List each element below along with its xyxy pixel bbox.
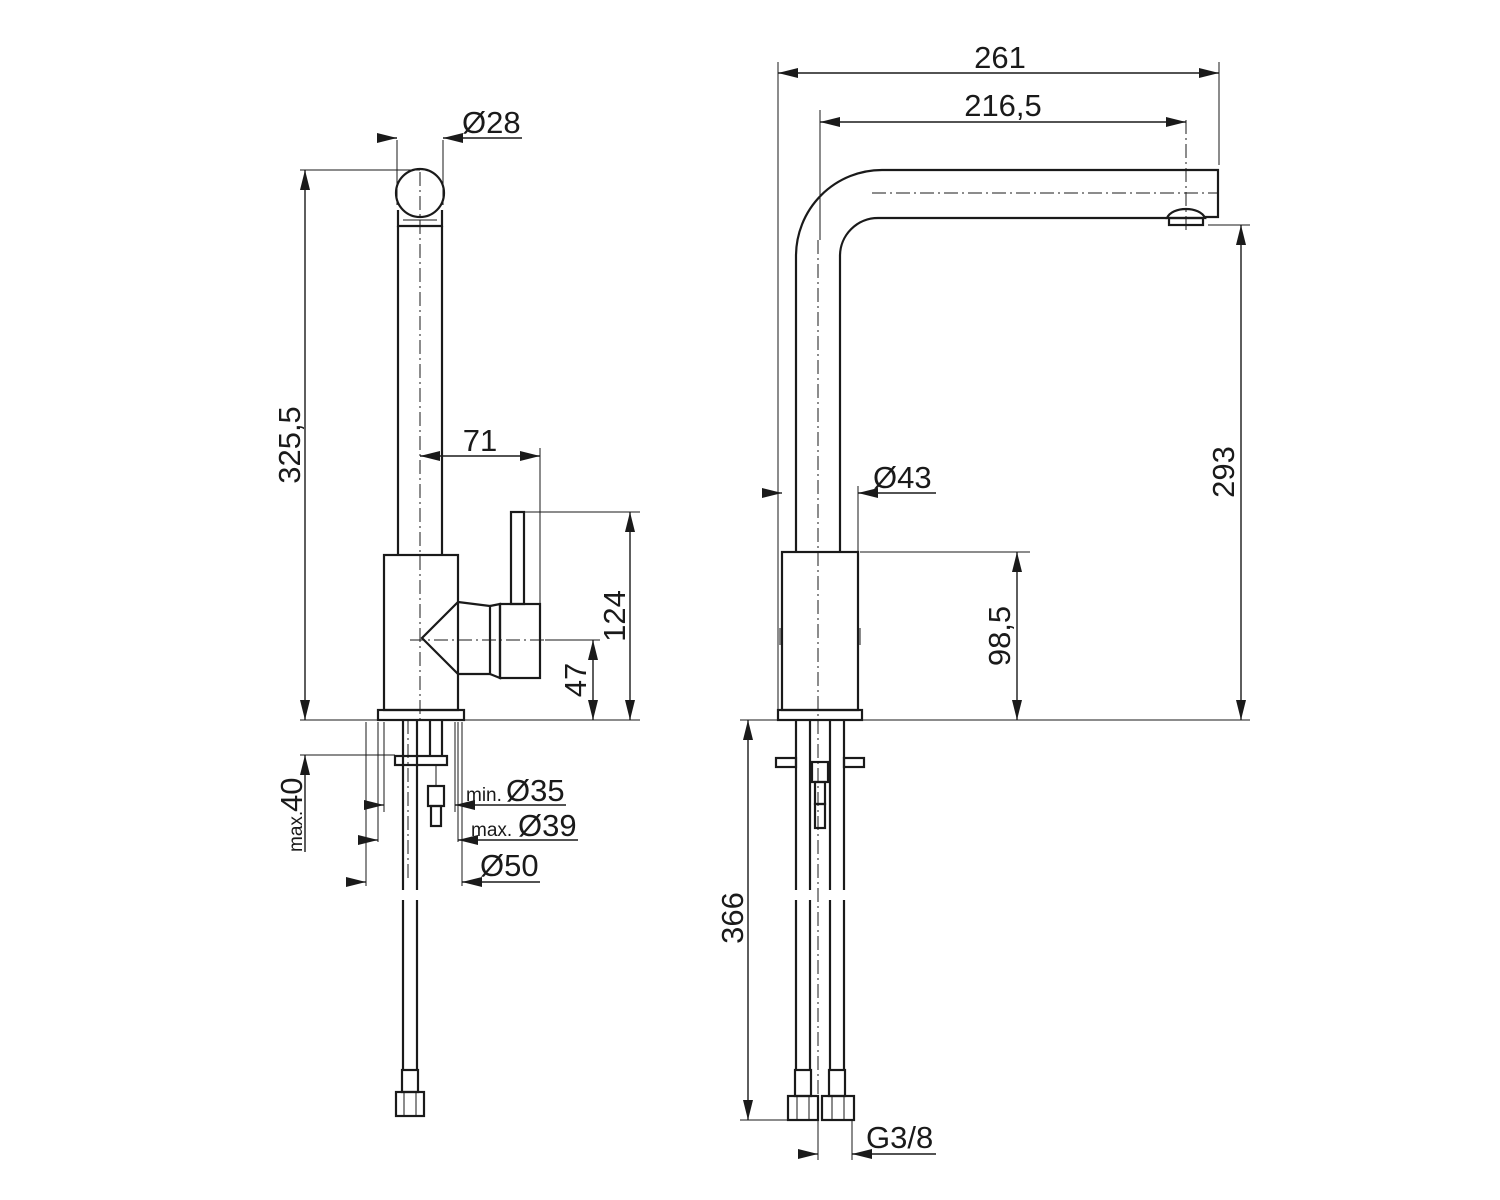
side-nut-right [842, 756, 866, 769]
label-dia-43: Ø43 [873, 460, 932, 495]
label-min-prefix: min. [466, 785, 502, 806]
label-71: 71 [463, 423, 497, 458]
side-nut-left [774, 756, 798, 769]
label-47: 47 [558, 663, 593, 697]
side-mounting-rod [810, 760, 830, 784]
label-325-5: 325,5 [272, 406, 307, 484]
label-max-40: 40 [274, 778, 309, 812]
lever-hub [457, 600, 492, 676]
side-body [780, 550, 860, 712]
lever-block [498, 602, 542, 680]
aerator-tip [1165, 207, 1207, 220]
label-max-prefix-2: max. [471, 820, 512, 841]
fitting-right [820, 1094, 856, 1122]
spout-outer-profile [794, 168, 1220, 552]
front-view: Ø28 325,5 71 124 47 max. 40 min. Ø35 max… [272, 105, 640, 1118]
label-261: 261 [974, 40, 1026, 75]
faucet-body [382, 553, 460, 712]
label-g3-8: G3/8 [866, 1120, 933, 1155]
side-base-plate [776, 708, 864, 722]
label-dia-35: Ø35 [506, 773, 565, 808]
label-124: 124 [597, 590, 632, 642]
side-view: 261 216,5 Ø43 293 98,5 366 G3/8 [715, 40, 1250, 1160]
mounting-rod [426, 784, 446, 808]
spout-inner-profile [838, 216, 1167, 552]
fitting-left [786, 1094, 820, 1122]
label-dia-28: Ø28 [462, 105, 521, 140]
mounting-nut [393, 754, 449, 767]
lever-joint [489, 602, 502, 680]
label-98-5: 98,5 [982, 606, 1017, 666]
base-plate [376, 708, 466, 722]
label-216-5: 216,5 [964, 88, 1042, 123]
spout-top-circle [394, 167, 446, 219]
label-dia-39: Ø39 [518, 808, 577, 843]
lever-handle [509, 510, 526, 606]
label-366: 366 [715, 892, 750, 944]
label-dia-50: Ø50 [480, 848, 539, 883]
label-max-prefix: max. [286, 811, 307, 852]
hose-fitting-nut [394, 1090, 426, 1118]
lever-cone [420, 601, 459, 675]
label-293: 293 [1206, 446, 1241, 498]
